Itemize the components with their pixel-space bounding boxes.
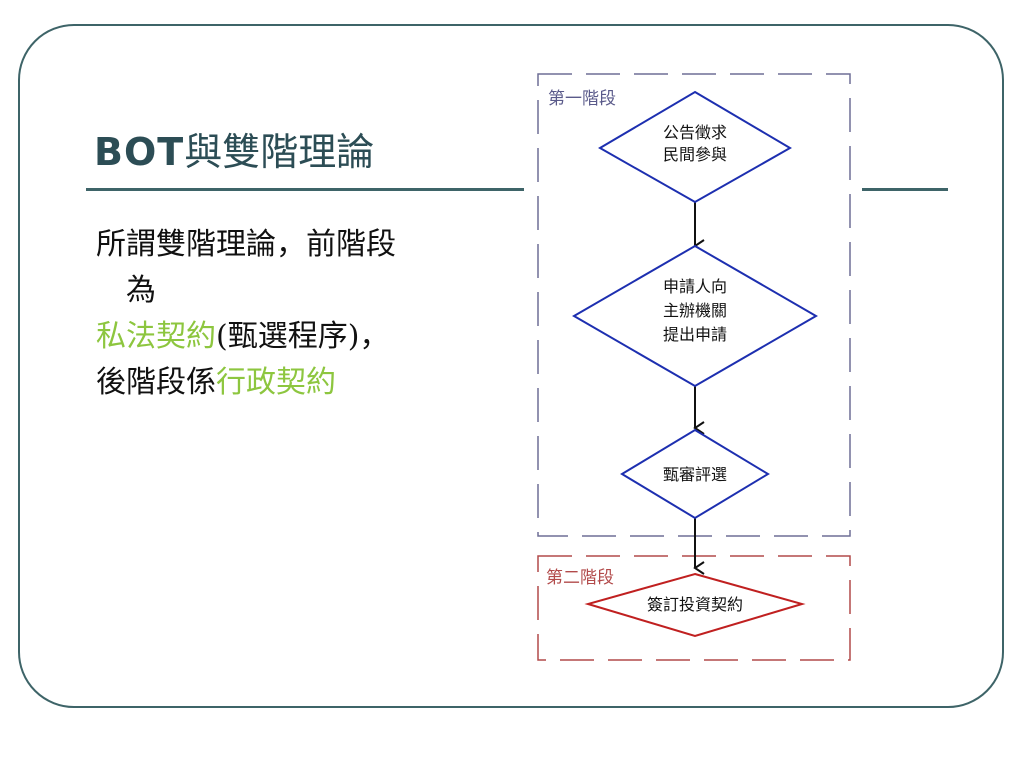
step1-line1: 公告徵求 <box>663 123 727 142</box>
step1-diamond <box>598 90 792 204</box>
body-text: 所謂雙階理論，前階段 為 私法契約(甄選程序)， 後階段係行政契約 <box>96 222 516 406</box>
step3-label: 甄審評選 <box>663 465 727 484</box>
title-rule-right <box>862 188 948 191</box>
later-stage-text: 後階段係 <box>96 365 216 400</box>
title-latin: BOT <box>94 130 185 174</box>
slide-title: BOT與雙階理論 <box>94 128 374 176</box>
step2-line2: 主辦機關 <box>663 301 727 320</box>
slide-frame <box>18 24 1004 708</box>
administrative-contract-text: 行政契約 <box>216 365 336 400</box>
step2-line1: 申請人向 <box>663 277 727 296</box>
title-rule-left <box>86 188 524 191</box>
stage2-label: 第二階段 <box>546 568 614 588</box>
private-law-contract-text: 私法契約 <box>96 319 216 354</box>
step2-diamond <box>572 244 818 388</box>
body-line-2: 為 <box>126 273 156 308</box>
selection-procedure-text: (甄選程序)， <box>216 319 390 354</box>
step4-diamond <box>584 572 806 638</box>
body-line-1: 所謂雙階理論，前階段 <box>96 227 396 262</box>
step3-diamond <box>620 428 770 520</box>
stage1-label: 第一階段 <box>548 89 616 109</box>
step1-line2: 民間參與 <box>663 145 727 164</box>
body-line-3: 私法契約(甄選程序)， <box>96 314 516 360</box>
step4-label: 簽訂投資契約 <box>647 595 743 614</box>
bot-flowchart: 第一階段 第二階段 公告徵求 民間參與 申請人向 主辦機關 提出申請 甄審評選 … <box>537 73 851 661</box>
step2-line3: 提出申請 <box>663 325 727 344</box>
title-cjk: 與雙階理論 <box>184 130 375 174</box>
body-line-4: 後階段係行政契約 <box>96 360 516 406</box>
